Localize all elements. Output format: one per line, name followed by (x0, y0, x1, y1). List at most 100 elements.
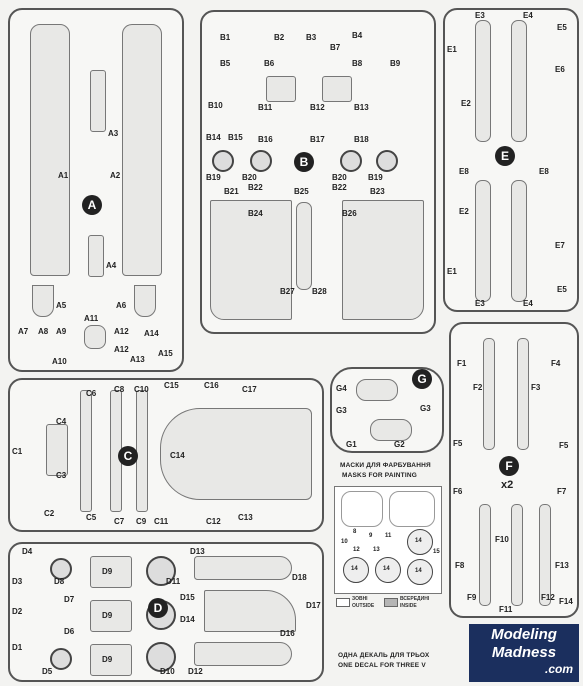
watermark-line-1: Modeling (491, 626, 557, 643)
part-e-tank-1 (475, 20, 491, 142)
label-b24: B24 (248, 209, 263, 218)
masks-section: МАСКИ ДЛЯ ФАРБУВАННЯ MASKS FOR PAINTING … (330, 462, 444, 642)
label-b22: B22 (248, 183, 263, 192)
label-b10: B10 (208, 101, 223, 110)
part-d9-box-3 (90, 644, 132, 676)
label-e3: E3 (475, 11, 485, 20)
wheel-d11 (146, 556, 176, 586)
masks-title-ua: МАСКИ ДЛЯ ФАРБУВАННЯ (340, 462, 431, 469)
label-b27: B27 (280, 287, 295, 296)
label-f6: F6 (453, 487, 463, 496)
label-f12: F12 (541, 593, 555, 602)
part-d16-wing (204, 590, 296, 632)
label-a12-second: A12 (114, 345, 129, 354)
part-f-missile-2 (517, 338, 529, 450)
part-a11 (84, 325, 106, 349)
label-f14: F14 (559, 597, 573, 606)
sprue-g: G G4 G3 G3 G1 G2 (330, 367, 444, 453)
sprue-a: A A1 A2 A3 A4 A5 A6 A7 A8 A9 A10 A11 A12… (8, 8, 184, 372)
part-a1-fuselage-half (30, 24, 70, 276)
part-c3-panel (46, 424, 68, 476)
label-a5: A5 (56, 301, 67, 310)
decal-note-en: ONE DECAL FOR THREE V (338, 662, 426, 669)
label-d7: D7 (64, 595, 75, 604)
label-b13: B13 (354, 103, 369, 112)
legend-outside-swatch (336, 598, 350, 607)
label-b5: B5 (220, 59, 231, 68)
masks-title-en: MASKS FOR PAINTING (342, 472, 417, 479)
sprue-b-letter: B (294, 152, 314, 172)
sprue-e: E E3 E4 E1 E5 E6 E2 E7 E8 E8 E2 E1 E3 E4… (443, 8, 579, 312)
part-b11-panel (266, 76, 296, 102)
label-e4-second: E4 (523, 299, 533, 308)
part-c-strip-1 (80, 390, 92, 512)
part-d12-pylon (194, 642, 292, 666)
label-a9: A9 (56, 327, 67, 336)
label-b28: B28 (312, 287, 327, 296)
label-c1: C1 (12, 447, 23, 456)
mask-num-14-d: 14 (415, 568, 422, 574)
label-c11: C11 (154, 517, 169, 526)
label-a13: A13 (130, 355, 145, 364)
label-a12: A12 (114, 327, 129, 336)
label-b22-second: B22 (332, 183, 347, 192)
label-b20: B20 (242, 173, 257, 182)
part-a2-fuselage-half (122, 24, 162, 276)
label-d15: D15 (180, 593, 195, 602)
label-a8: A8 (38, 327, 49, 336)
label-f10: F10 (495, 535, 509, 544)
label-g3-second: G3 (420, 404, 431, 413)
sprue-b: B1 B2 B3 B4 B5 B6 B7 B8 B9 B10 B11 B12 B… (200, 10, 436, 334)
mask-circle-4 (407, 559, 433, 585)
part-b-wing-right (342, 200, 424, 320)
label-g4: G4 (336, 384, 347, 393)
mask-circle-3 (407, 529, 433, 555)
label-b9: B9 (390, 59, 401, 68)
decal-note-ua: ОДНА ДЕКАЛЬ ДЛЯ ТРЬОХ (338, 652, 430, 659)
part-f-missile-5 (539, 504, 551, 606)
watermark-line-3: .com (544, 662, 573, 676)
part-a5-nozzle (32, 285, 54, 317)
part-c-strip-3 (136, 390, 148, 512)
label-e8-second: E8 (539, 167, 549, 176)
label-a2: A2 (110, 171, 121, 180)
label-g2: G2 (394, 440, 405, 449)
label-c16: C16 (204, 381, 219, 390)
sprue-c: C C6 C8 C10 C15 C16 C17 C1 C4 C3 C14 C2 … (8, 378, 324, 532)
part-b-wing-left (210, 200, 292, 320)
label-f13: F13 (555, 561, 569, 570)
part-f-missile-4 (511, 504, 523, 606)
label-c2: C2 (44, 509, 55, 518)
part-f-missile-3 (479, 504, 491, 606)
wheel-d8 (50, 558, 72, 580)
label-b2: B2 (274, 33, 285, 42)
label-f1: F1 (457, 359, 467, 368)
sprue-c-letter: C (118, 446, 138, 466)
label-e6: E6 (555, 65, 565, 74)
sprue-g-letter: G (412, 369, 432, 389)
label-c10: C10 (134, 385, 149, 394)
label-a14: A14 (144, 329, 159, 338)
wheel-b19-right (376, 150, 398, 172)
label-d9-second: D9 (102, 611, 113, 620)
label-c9: C9 (136, 517, 147, 526)
label-a6: A6 (116, 301, 127, 310)
label-c14: C14 (170, 451, 185, 460)
mask-num-8: 8 (353, 529, 357, 535)
legend-inside-en: INSIDE (400, 603, 417, 609)
site-watermark-logo: Modeling Madness .com (469, 624, 579, 682)
part-f-missile-1 (483, 338, 495, 450)
mask-num-13: 13 (373, 547, 380, 553)
mask-circle-1 (343, 557, 369, 583)
part-a6-nozzle (134, 285, 156, 317)
label-a1: A1 (58, 171, 69, 180)
label-d4: D4 (22, 547, 33, 556)
label-d10: D10 (160, 667, 175, 676)
part-b25-tank (296, 202, 312, 290)
label-d14: D14 (180, 615, 195, 624)
mask-num-12: 12 (353, 547, 360, 553)
label-e7: E7 (555, 241, 565, 250)
label-c6: C6 (86, 389, 97, 398)
label-b19-second: B19 (368, 173, 383, 182)
sprue-f-letter: F (499, 456, 519, 476)
